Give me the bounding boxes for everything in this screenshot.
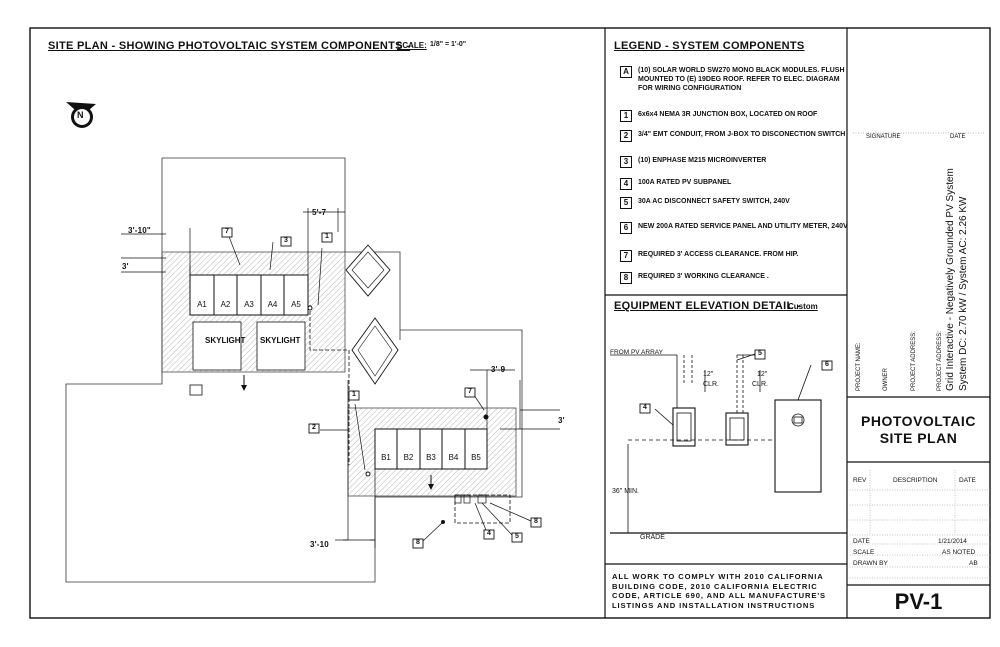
skylight-label-2: SKYLIGHT <box>260 336 301 345</box>
legend-key: 2 <box>620 130 632 142</box>
clr-2b: CLR. <box>752 381 768 388</box>
description-header: DESCRIPTION <box>893 477 938 484</box>
scale-block-label: SCALE <box>853 549 875 556</box>
grade-label: GRADE <box>640 534 665 541</box>
legend-key: A <box>620 66 632 78</box>
module-b3: B3 <box>426 453 436 462</box>
elev-tag-6: 6 <box>825 361 829 368</box>
system-line-2: System DC: 2.70 kW / System AC: 2.26 KW <box>958 196 969 392</box>
legend-text: (10) SOLAR WORLD SW270 MONO BLACK MODULE… <box>638 67 845 92</box>
compliance-note: ALL WORK TO COMPLY WITH 2010 CALIFORNIA … <box>612 572 827 610</box>
module-b2: B2 <box>403 453 414 462</box>
tag-3: 3 <box>284 237 288 244</box>
elevation-title: EQUIPMENT ELEVATION DETAIL - <box>614 300 801 312</box>
tag-2: 2 <box>312 424 316 431</box>
elevation-tags <box>639 349 833 414</box>
elev-tag-4: 4 <box>643 404 647 411</box>
module-a3: A3 <box>244 300 254 309</box>
rev-date-header: DATE <box>959 477 976 484</box>
tag-8b: 8 <box>534 518 538 525</box>
scale-label: SCALE: <box>397 41 427 50</box>
module-a5: A5 <box>291 300 301 309</box>
legend-key: 8 <box>620 272 632 284</box>
elevation-scale: Custom <box>788 302 818 311</box>
legend-text: 3/4" EMT CONDUIT, FROM J-BOX TO DISCONEC… <box>638 131 846 138</box>
north-label: N <box>77 110 84 120</box>
module-a2: A2 <box>220 300 231 309</box>
dim-3: 3' <box>122 262 129 271</box>
clr-1b: CLR. <box>703 381 719 388</box>
legend-text: REQUIRED 3' ACCESS CLEARANCE. FROM HIP. <box>638 251 799 258</box>
legend-text: NEW 200A RATED SERVICE PANEL AND UTILITY… <box>638 223 848 230</box>
clr-2: 12" <box>757 371 768 378</box>
sheet-border <box>29 27 991 619</box>
owner-label: OWNER <box>883 368 889 391</box>
signature-date-label: DATE <box>950 134 966 140</box>
drawn-by-value: AB <box>969 560 978 567</box>
system-line-1: Grid Interactive - Negatively Grounded P… <box>945 168 956 391</box>
legend-key: 1 <box>620 110 632 122</box>
signature-label: SIGNATURE <box>866 134 901 140</box>
module-b1: B1 <box>381 453 391 462</box>
clr-1: 12" <box>703 371 714 378</box>
array-b <box>374 428 488 470</box>
dim-3-10b: 3'-10 <box>310 540 329 549</box>
project-address-label-2: PROJECT ADDRESS: <box>937 331 943 391</box>
tag-1b: 1 <box>352 391 356 398</box>
scale-block-value: AS NOTED <box>942 549 976 556</box>
tag-7b: 7 <box>468 388 472 395</box>
dim-5-7: 5'-7 <box>312 208 327 217</box>
legend-text: 30A AC DISCONNECT SAFETY SWITCH, 240V <box>638 198 790 205</box>
module-b5: B5 <box>471 453 481 462</box>
legend-text: 6x6x4 NEMA 3R JUNCTION BOX, LOCATED ON R… <box>638 111 818 118</box>
north-arrow-icon <box>66 102 96 128</box>
legend-key: 6 <box>620 222 632 234</box>
scale-value: 1/8" = 1'-0" <box>430 41 467 48</box>
tag-7: 7 <box>225 228 229 235</box>
array-a <box>189 274 309 316</box>
elevation-graphics <box>610 353 847 534</box>
legend-key: 5 <box>620 197 632 209</box>
dim-3-9: 3'-9 <box>491 365 506 374</box>
date-label: DATE <box>853 538 870 545</box>
sheet-title-1: PHOTOVOLTAIC <box>861 413 976 429</box>
rev-header: REV <box>853 477 867 484</box>
module-a4: A4 <box>267 300 278 309</box>
dim-3b: 3' <box>558 416 565 425</box>
skylight-label-1: SKYLIGHT <box>205 336 246 345</box>
drawn-by-label: DRAWN BY <box>853 560 888 567</box>
module-b4: B4 <box>448 453 459 462</box>
legend-text: 100A RATED PV SUBPANEL <box>638 179 732 186</box>
tag-4: 4 <box>487 530 491 537</box>
dim-3-10: 3'-10" <box>128 226 151 235</box>
tag-1: 1 <box>325 233 329 240</box>
legend-title: LEGEND - SYSTEM COMPONENTS <box>614 40 805 52</box>
legend-text: REQUIRED 3' WORKING CLEARANCE . <box>638 273 769 280</box>
legend-key: 4 <box>620 178 632 190</box>
date-value: 1/21/2014 <box>938 538 967 545</box>
legend-key: 3 <box>620 156 632 168</box>
sheet-number: PV-1 <box>894 589 943 614</box>
legend-key: 7 <box>620 250 632 262</box>
tag-5: 5 <box>515 533 519 540</box>
tag-8: 8 <box>416 539 420 546</box>
project-name-label: PROJECT NAME: <box>856 342 862 391</box>
site-plan-title: SITE PLAN - SHOWING PHOTOVOLTAIC SYSTEM … <box>48 40 411 52</box>
min-36: 36" MIN. <box>612 488 639 495</box>
elev-tag-5: 5 <box>758 350 762 357</box>
site-plan-tags <box>221 227 542 549</box>
module-a1: A1 <box>197 300 207 309</box>
legend-text: (10) ENPHASE M215 MICROINVERTER <box>638 157 767 164</box>
from-pv-array: FROM PV ARRAY <box>610 349 663 356</box>
project-address-label: PROJECT ADDRESS: <box>911 331 917 391</box>
sheet-title-2: SITE PLAN <box>879 430 958 446</box>
